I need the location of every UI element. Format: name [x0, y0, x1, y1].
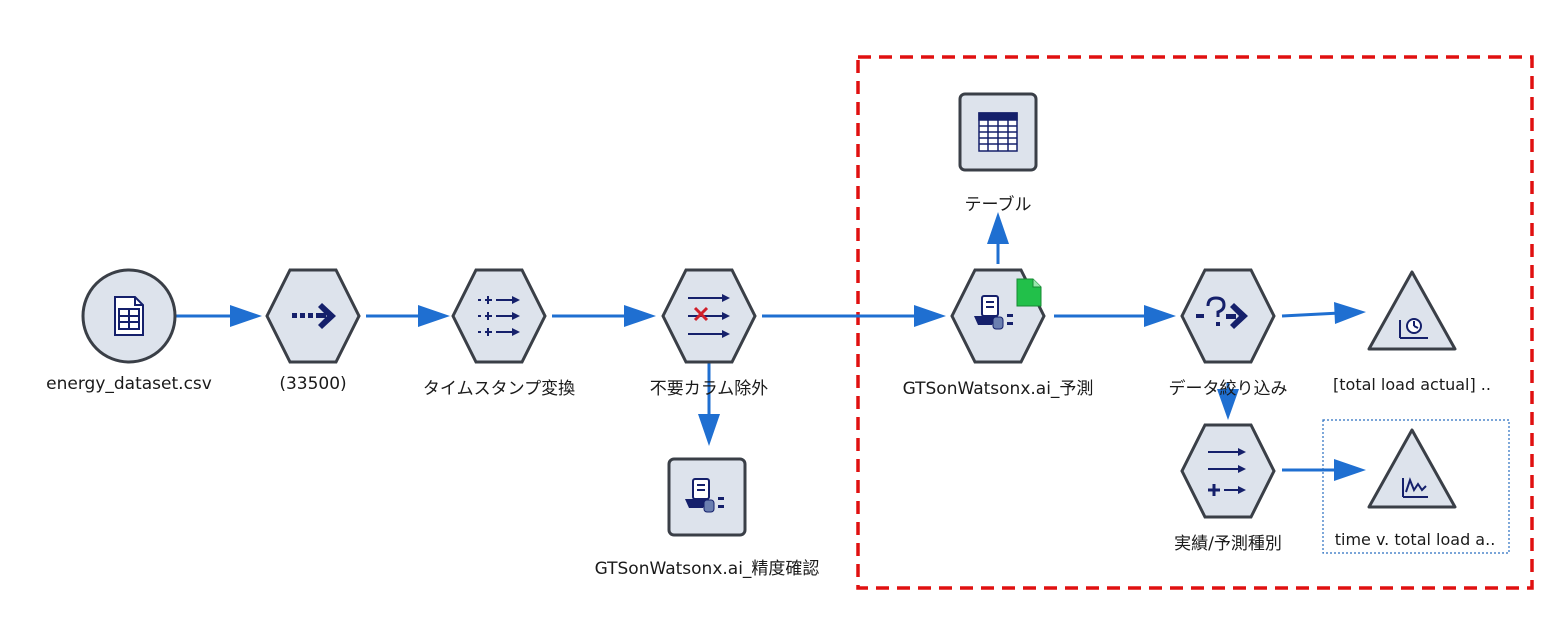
connector-timestamp-filter [552, 305, 656, 327]
append-plus-icon [1208, 448, 1246, 496]
connector-predict-select [1054, 305, 1176, 327]
label-sample: (33500) [279, 374, 347, 394]
connectors [176, 212, 1366, 481]
label-timestamp: タイムスタンプ変換 [422, 379, 576, 399]
node-time-plot-1[interactable] [1367, 270, 1457, 351]
connector-type-timeplot2 [1282, 459, 1366, 481]
label-model-predict: GTSonWatsonx.ai_予測 [902, 379, 1094, 399]
highlight-region [856, 55, 1534, 590]
node-sample[interactable] [265, 268, 361, 364]
node-model-predict[interactable] [950, 268, 1046, 364]
derive-arrows-icon [478, 296, 520, 336]
node-timestamp[interactable] [451, 268, 547, 364]
label-energy-dataset: energy_dataset.csv [46, 374, 212, 394]
model-nugget-icon [974, 295, 1013, 330]
filter-x-icon [688, 294, 730, 338]
label-table: テーブル [964, 195, 1032, 215]
connector-source-sample [176, 305, 262, 327]
connector-predict-table [987, 212, 1009, 264]
csv-file-icon [114, 296, 144, 336]
label-select: データ絞り込み [1168, 379, 1288, 399]
label-model-accuracy: GTSonWatsonx.ai_精度確認 [594, 559, 820, 579]
connector-sample-timestamp [366, 305, 450, 327]
node-type[interactable] [1180, 423, 1276, 519]
label-time-plot-2: time v. total load a.. [1334, 530, 1496, 549]
connector-select-timeplot1 [1281, 302, 1366, 324]
selection-box [1322, 419, 1510, 554]
connector-select-type [1217, 382, 1239, 420]
dotted-arrow-icon [292, 303, 336, 329]
line-chart-icon [1402, 477, 1428, 498]
node-table[interactable] [958, 92, 1038, 172]
label-time-plot-1: [total load actual] .. [1333, 375, 1491, 394]
label-type: 実績/予測種別 [1174, 534, 1282, 554]
connector-filter-predict [762, 305, 946, 327]
time-plot-icon [1399, 318, 1428, 339]
label-filter-columns: 不要カラム除外 [649, 379, 769, 399]
select-question-icon [1196, 296, 1248, 329]
model-nugget-icon [685, 478, 724, 513]
node-time-plot-2[interactable] [1367, 428, 1457, 509]
connector-filter-accuracy [698, 362, 720, 446]
node-model-accuracy[interactable] [667, 457, 747, 537]
new-model-badge-icon [1016, 278, 1042, 307]
node-select[interactable] [1180, 268, 1276, 364]
node-energy-dataset[interactable] [81, 268, 177, 364]
table-grid-icon [978, 112, 1018, 152]
node-filter-columns[interactable] [661, 268, 757, 364]
